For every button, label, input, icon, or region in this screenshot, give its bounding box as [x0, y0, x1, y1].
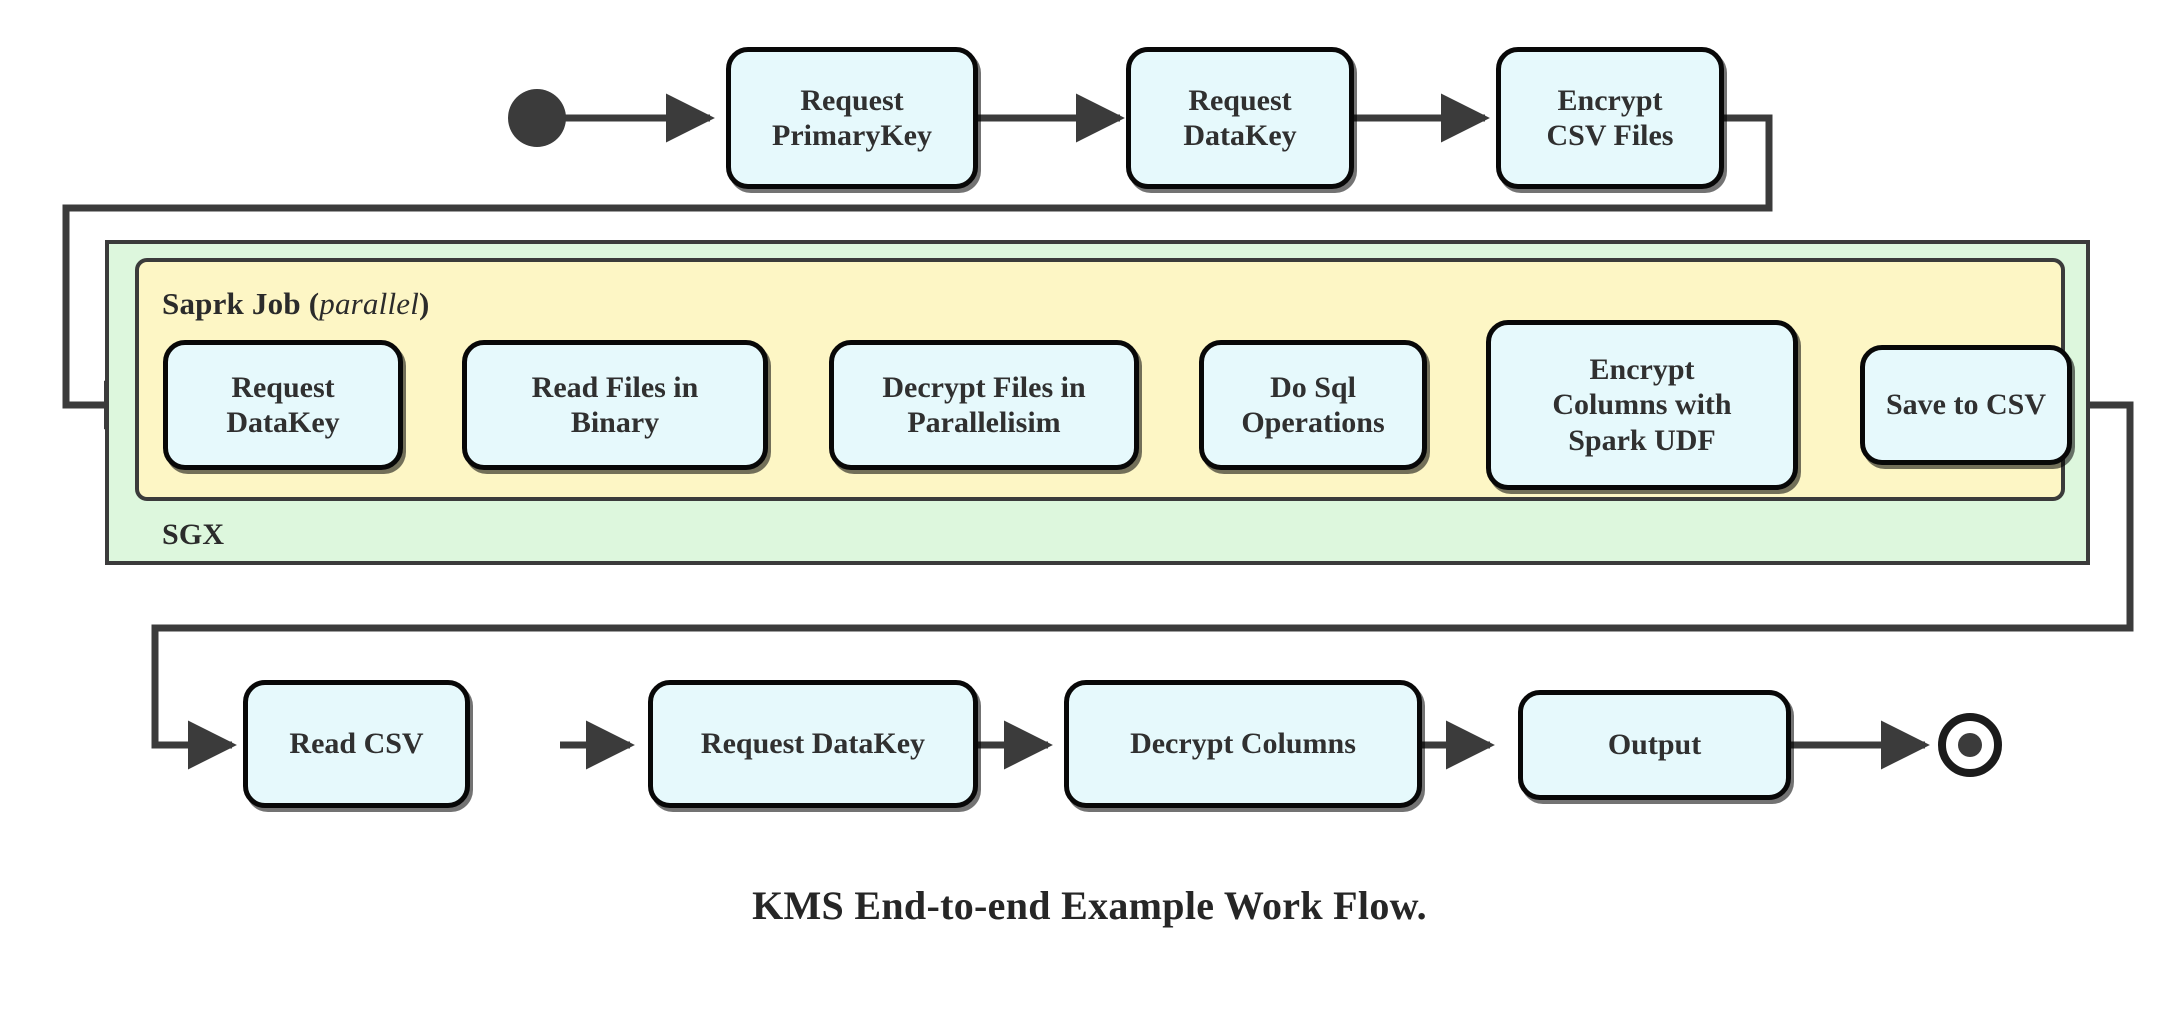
node-read-files-in-binary[interactable]: Read Files in Binary — [462, 340, 768, 470]
spark-job-label: Saprk Job (parallel) — [162, 286, 430, 322]
spark-job-label-open-paren: ( — [308, 286, 320, 321]
node-decrypt-files-in-parallelisim-line-1: Parallelisim — [907, 406, 1061, 439]
end-node-inner-dot — [1958, 733, 1982, 757]
node-request-datakey-spark-line-0: Request — [231, 370, 335, 404]
node-request-datakey-spark[interactable]: Request DataKey — [163, 340, 403, 470]
node-request-datakey-top-line-1: DataKey — [1183, 119, 1297, 152]
node-decrypt-files-in-parallelisim[interactable]: Decrypt Files in Parallelisim — [829, 340, 1139, 470]
node-save-to-csv-line-0: Save to CSV — [1885, 388, 2046, 422]
node-output-line-0: Output — [1607, 728, 1702, 762]
node-do-sql-operations-line-1: Operations — [1241, 406, 1385, 439]
sgx-label: SGX — [162, 518, 225, 551]
node-read-files-in-binary-line-0: Read Files in — [531, 370, 699, 404]
spark-job-label-text: Saprk Job — [162, 286, 301, 321]
node-encrypt-columns-with-spark-udf-line-2: Spark UDF — [1568, 423, 1716, 457]
node-encrypt-columns-with-spark-udf[interactable]: Encrypt Columns with Spark UDF — [1486, 320, 1798, 490]
node-encrypt-columns-with-spark-udf-line-1: Columns with — [1552, 388, 1732, 422]
node-request-datakey-bottom-line-0: Request DataKey — [700, 727, 926, 761]
node-do-sql-operations[interactable]: Do Sql Operations — [1199, 340, 1427, 470]
diagram-caption: KMS End-to-end Example Work Flow. — [752, 883, 1427, 928]
node-do-sql-operations-line-0: Do Sql — [1270, 370, 1356, 404]
node-save-to-csv[interactable]: Save to CSV — [1860, 345, 2072, 465]
node-request-primarykey-line-0: Request — [800, 83, 904, 117]
node-request-primarykey-line-1: PrimaryKey — [772, 119, 932, 152]
node-request-primarykey[interactable]: Request PrimaryKey — [726, 47, 978, 189]
node-request-datakey-spark-line-1: DataKey — [226, 406, 340, 439]
node-read-csv-line-0: Read CSV — [289, 727, 424, 761]
start-node — [508, 89, 566, 147]
node-decrypt-columns-line-0: Decrypt Columns — [1130, 727, 1356, 761]
node-output[interactable]: Output — [1518, 690, 1791, 800]
node-request-datakey-top[interactable]: Request DataKey — [1126, 47, 1354, 189]
spark-job-label-close-paren: ) — [419, 286, 430, 321]
spark-job-label-italic: parallel — [319, 286, 420, 321]
node-decrypt-files-in-parallelisim-line-0: Decrypt Files in — [882, 370, 1086, 404]
node-read-files-in-binary-line-1: Binary — [570, 406, 660, 439]
node-request-datakey-bottom[interactable]: Request DataKey — [648, 680, 978, 808]
node-encrypt-columns-with-spark-udf-line-0: Encrypt — [1589, 352, 1695, 386]
node-encrypt-csv-files-line-1: CSV Files — [1546, 119, 1674, 152]
end-node — [1938, 713, 2002, 777]
node-encrypt-csv-files[interactable]: Encrypt CSV Files — [1496, 47, 1724, 189]
node-encrypt-csv-files-line-0: Encrypt — [1557, 83, 1663, 117]
node-read-csv[interactable]: Read CSV — [243, 680, 470, 808]
node-decrypt-columns[interactable]: Decrypt Columns — [1064, 680, 1422, 808]
node-request-datakey-top-line-0: Request — [1188, 83, 1292, 117]
